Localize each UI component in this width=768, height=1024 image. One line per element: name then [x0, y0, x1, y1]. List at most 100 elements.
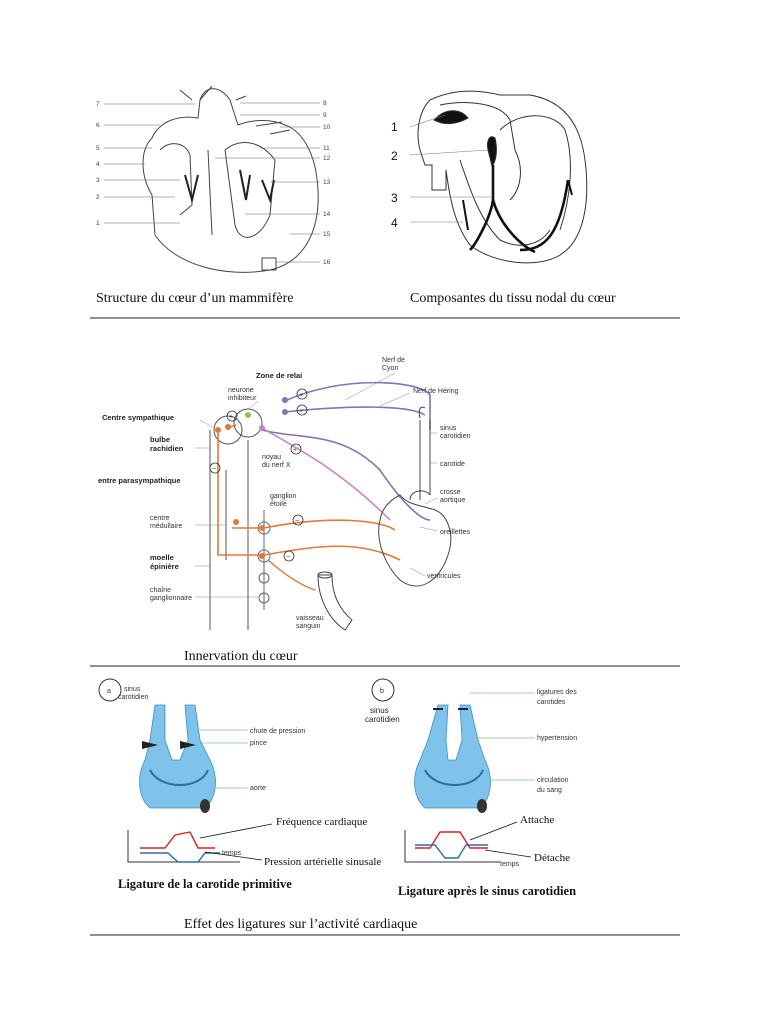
- plus-circle-3: [296, 404, 308, 416]
- heart-structure-leaders: [104, 102, 320, 263]
- num-4: 4: [96, 161, 100, 168]
- caption-ligatures: Effet des ligatures sur l’activité cardi…: [184, 917, 417, 932]
- graph-b-freq-curve: [415, 844, 488, 859]
- innervated-heart: [378, 494, 452, 587]
- carotid-vessel: [418, 406, 431, 500]
- label-zone-relai: Zone de relai: [256, 371, 302, 380]
- a-title: Ligature de la carotide primitive: [118, 877, 292, 891]
- num-7: 7: [96, 101, 100, 108]
- great-vessels: [179, 85, 247, 101]
- graph-b-axes: [404, 830, 500, 863]
- blood-vessel: [317, 574, 353, 631]
- num-10: 10: [323, 124, 331, 131]
- ligature-a-labels: sinus carotidien chute de pression pince…: [118, 686, 305, 792]
- label-noyau-1: noyau: [262, 454, 281, 461]
- num-8: 8: [323, 100, 327, 107]
- node-orange-1: [215, 427, 221, 433]
- minus-circle-3: [283, 550, 295, 562]
- label-ventricules: ventricules: [427, 573, 461, 580]
- spinal-cord: [209, 430, 249, 630]
- node-orange-2: [225, 424, 231, 430]
- plus-circle-4: [290, 443, 302, 455]
- nodal-tissue-diagram: [417, 90, 588, 264]
- node-pink: [259, 425, 265, 431]
- ligature-b-diagram: b: [371, 678, 491, 813]
- innervation-diagram: [209, 381, 452, 631]
- num-2: 2: [96, 194, 100, 201]
- nodal-num-2: 2: [391, 149, 398, 163]
- nodal-num-1: 1: [391, 120, 398, 134]
- num-15: 15: [323, 231, 331, 238]
- innervation-leaders: [195, 372, 438, 598]
- label-noyau-2: du nerf X: [262, 462, 291, 469]
- nodal-leaders: [409, 114, 493, 223]
- label-moelle-1: moelle: [150, 553, 174, 562]
- node-green: [245, 412, 251, 418]
- sign-minus-2: −: [295, 518, 299, 525]
- nodal-num-3: 3: [391, 191, 398, 205]
- label-moelle-2: épinière: [150, 562, 179, 571]
- inferior-vena-cava: [261, 257, 277, 271]
- heart-structure-numbers: 7 6 5 4 3 2 1 8 9 10 11 12 13 14 15 16: [96, 100, 331, 266]
- label-crosse-2: aortique: [440, 497, 465, 504]
- label-crosse-1: crosse: [440, 489, 461, 496]
- label-ganglion-1: ganglion: [270, 493, 297, 500]
- label-sinus-1: sinus: [440, 425, 457, 432]
- label-neurone-1: neurone: [228, 387, 254, 394]
- label-oreillettes: oreillettes: [440, 529, 470, 536]
- b-title: Ligature après le sinus carotidien: [398, 884, 576, 898]
- label-ganglion-2: étoilé: [270, 501, 287, 508]
- relay-zone-circle: [233, 408, 263, 438]
- heart-outline: [142, 88, 319, 273]
- graph-a-temps: temps: [222, 850, 242, 857]
- sign-plus-3: +: [299, 408, 303, 415]
- letter-a: a: [107, 688, 111, 695]
- flow-arrow-b: [424, 769, 484, 786]
- nodal-inner-1: [439, 102, 521, 201]
- sign-plus-2: +: [299, 392, 303, 399]
- flow-arrow-a: [149, 769, 209, 786]
- node-orange-5: [259, 553, 265, 559]
- num-5: 5: [96, 145, 100, 152]
- heart-structure-diagram: [142, 85, 319, 273]
- label-neurone-2: inhibiteur: [228, 395, 257, 402]
- ligature-b-labels: sinus carotidien ligatures des carotides…: [365, 689, 577, 794]
- innervation-labels: Nerf de Cyon Zone de relai neurone inhib…: [98, 357, 470, 630]
- aorta-end-a: [200, 799, 210, 813]
- label-sinus-2: carotidien: [440, 433, 470, 440]
- letter-b-circle: [371, 678, 395, 702]
- node-blue-1: [282, 397, 288, 403]
- label-centre-sympathique: Centre sympathique: [102, 413, 174, 422]
- num-11: 11: [323, 145, 330, 152]
- label-chaine-1: chaîne: [150, 587, 171, 594]
- b-circulation-1: circulation: [537, 777, 569, 784]
- a-pince: pince: [250, 740, 267, 747]
- b-hypertension: hypertension: [537, 735, 577, 742]
- a-aorte: aorte: [250, 785, 266, 792]
- num-13: 13: [323, 179, 331, 186]
- graph-a-pressure-curve: [140, 852, 220, 863]
- afferent-aortic: [261, 429, 431, 521]
- a-chute: chute de pression: [250, 728, 305, 735]
- a-pression-label: Pression artérielle sinusale: [264, 856, 381, 868]
- b-circulation-2: du sang: [537, 787, 562, 794]
- vessel-b: [414, 704, 491, 809]
- sign-minus-3: −: [286, 554, 290, 561]
- num-9: 9: [323, 112, 327, 119]
- num-14: 14: [323, 211, 331, 218]
- label-centre-medullaire-1: centre: [150, 515, 170, 522]
- vessel-a: [139, 704, 216, 809]
- sign-plus-4: +: [293, 447, 297, 454]
- label-nerf-cyon-2: Cyon: [382, 365, 398, 372]
- b-sinus-2: carotidien: [365, 715, 400, 724]
- label-vaisseau-1: vaisseau: [296, 615, 324, 622]
- sign-plus-1: +: [229, 414, 233, 421]
- sign-minus-1: −: [212, 466, 216, 473]
- vessel-pathway: [267, 559, 316, 591]
- hering-nerve: [284, 406, 426, 416]
- ligature-a-diagram: a: [98, 678, 216, 813]
- nodal-inner-3: [459, 159, 551, 246]
- letter-a-circle: [98, 678, 122, 702]
- label-centre-parasympathique: entre parasympathique: [98, 476, 181, 485]
- label-bulbe-2: rachidien: [150, 444, 184, 453]
